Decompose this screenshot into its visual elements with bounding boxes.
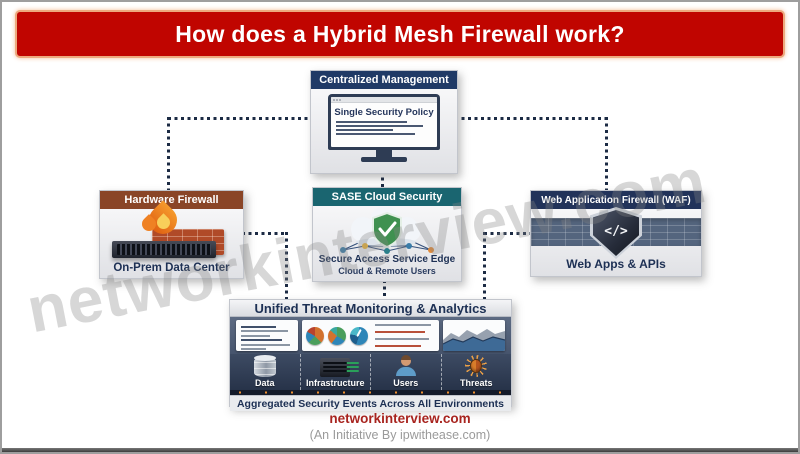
env-infrastructure: Infrastructure — [299, 354, 371, 390]
gauge-chart-icon — [350, 326, 368, 345]
server-icon — [320, 358, 351, 377]
hardware-firewall-header: Hardware Firewall — [100, 191, 243, 209]
shield-code-icon: </> — [593, 210, 639, 256]
waf-header: Web Application Firewall (WAF) — [531, 191, 701, 209]
connector-sase-to-unified — [383, 280, 386, 299]
env-label: Threats — [459, 378, 493, 388]
hardware-firewall-box: Hardware Firewall On-Prem Data Center — [99, 190, 244, 279]
report-panel — [236, 320, 298, 351]
sase-caption: Secure Access Service Edge — [318, 254, 456, 265]
centralized-management-box: Centralized Management Single Security P… — [310, 70, 458, 174]
flame-icon — [139, 200, 183, 240]
connector-cm-to-hw-h — [168, 117, 310, 120]
unified-caption: Aggregated Security Events Across All En… — [230, 395, 511, 411]
connector-cm-to-waf-h — [455, 117, 608, 120]
database-icon — [253, 355, 276, 377]
env-label: Infrastructure — [305, 378, 365, 388]
area-chart-panel — [443, 320, 505, 351]
monitor-stand — [376, 150, 392, 157]
screen-title: Single Security Policy — [334, 107, 434, 118]
code-glyph: </> — [604, 223, 628, 239]
sase-cloud-security-box: SASE Cloud Security Secure Access — [312, 187, 462, 282]
connector-hw-to-unified-v — [285, 232, 288, 299]
led-strip — [230, 390, 511, 395]
centralized-management-header: Centralized Management — [311, 71, 457, 89]
sase-subcaption: Cloud & Remote Users — [338, 266, 436, 276]
connector-hw-to-unified-h — [242, 232, 288, 235]
connector-cm-to-sase — [381, 171, 384, 187]
unified-header: Unified Threat Monitoring & Analytics — [230, 300, 511, 317]
environment-icons-row: Data Infrastructure Users Threats — [230, 354, 511, 390]
monitor-base — [361, 157, 407, 162]
page-title: How does a Hybrid Mesh Firewall work? — [175, 20, 625, 47]
bug-icon — [465, 355, 488, 377]
env-label: Data — [254, 378, 275, 388]
waf-caption: Web Apps & APIs — [566, 257, 666, 271]
env-users: Users — [370, 354, 441, 390]
user-icon — [394, 355, 418, 377]
monitor-icon: Single Security Policy — [328, 94, 440, 162]
sase-header: SASE Cloud Security — [313, 188, 461, 206]
footer-initiative-text: (An Initiative By ipwithease.com) — [309, 428, 491, 442]
pie-chart-icon — [328, 326, 346, 345]
footer-site-link[interactable]: networkinterview.com — [329, 411, 471, 426]
connector-cm-to-waf-v — [605, 117, 608, 190]
env-data: Data — [230, 354, 300, 390]
browser-bar — [331, 97, 437, 103]
firewall-appliance-icon — [112, 241, 216, 258]
cloud-shield-mesh-icon — [340, 207, 434, 254]
pie-charts-panel — [302, 320, 439, 351]
env-label: Users — [393, 378, 419, 388]
connector-waf-to-unified-h — [484, 232, 530, 235]
env-threats: Threats — [440, 354, 512, 390]
waf-box: Web Application Firewall (WAF) </> Web A… — [530, 190, 702, 277]
analytics-dashboard — [230, 317, 511, 354]
connector-waf-to-unified-v — [483, 232, 486, 299]
hardware-caption: On-Prem Data Center — [113, 262, 230, 274]
pie-chart-icon — [306, 326, 324, 345]
connector-cm-to-hw-v — [167, 117, 170, 190]
bottom-border — [2, 448, 798, 452]
title-banner: How does a Hybrid Mesh Firewall work? — [15, 10, 785, 58]
area-chart-icon — [443, 329, 505, 351]
unified-threat-box: Unified Threat Monitoring & Analytics — [229, 299, 512, 411]
